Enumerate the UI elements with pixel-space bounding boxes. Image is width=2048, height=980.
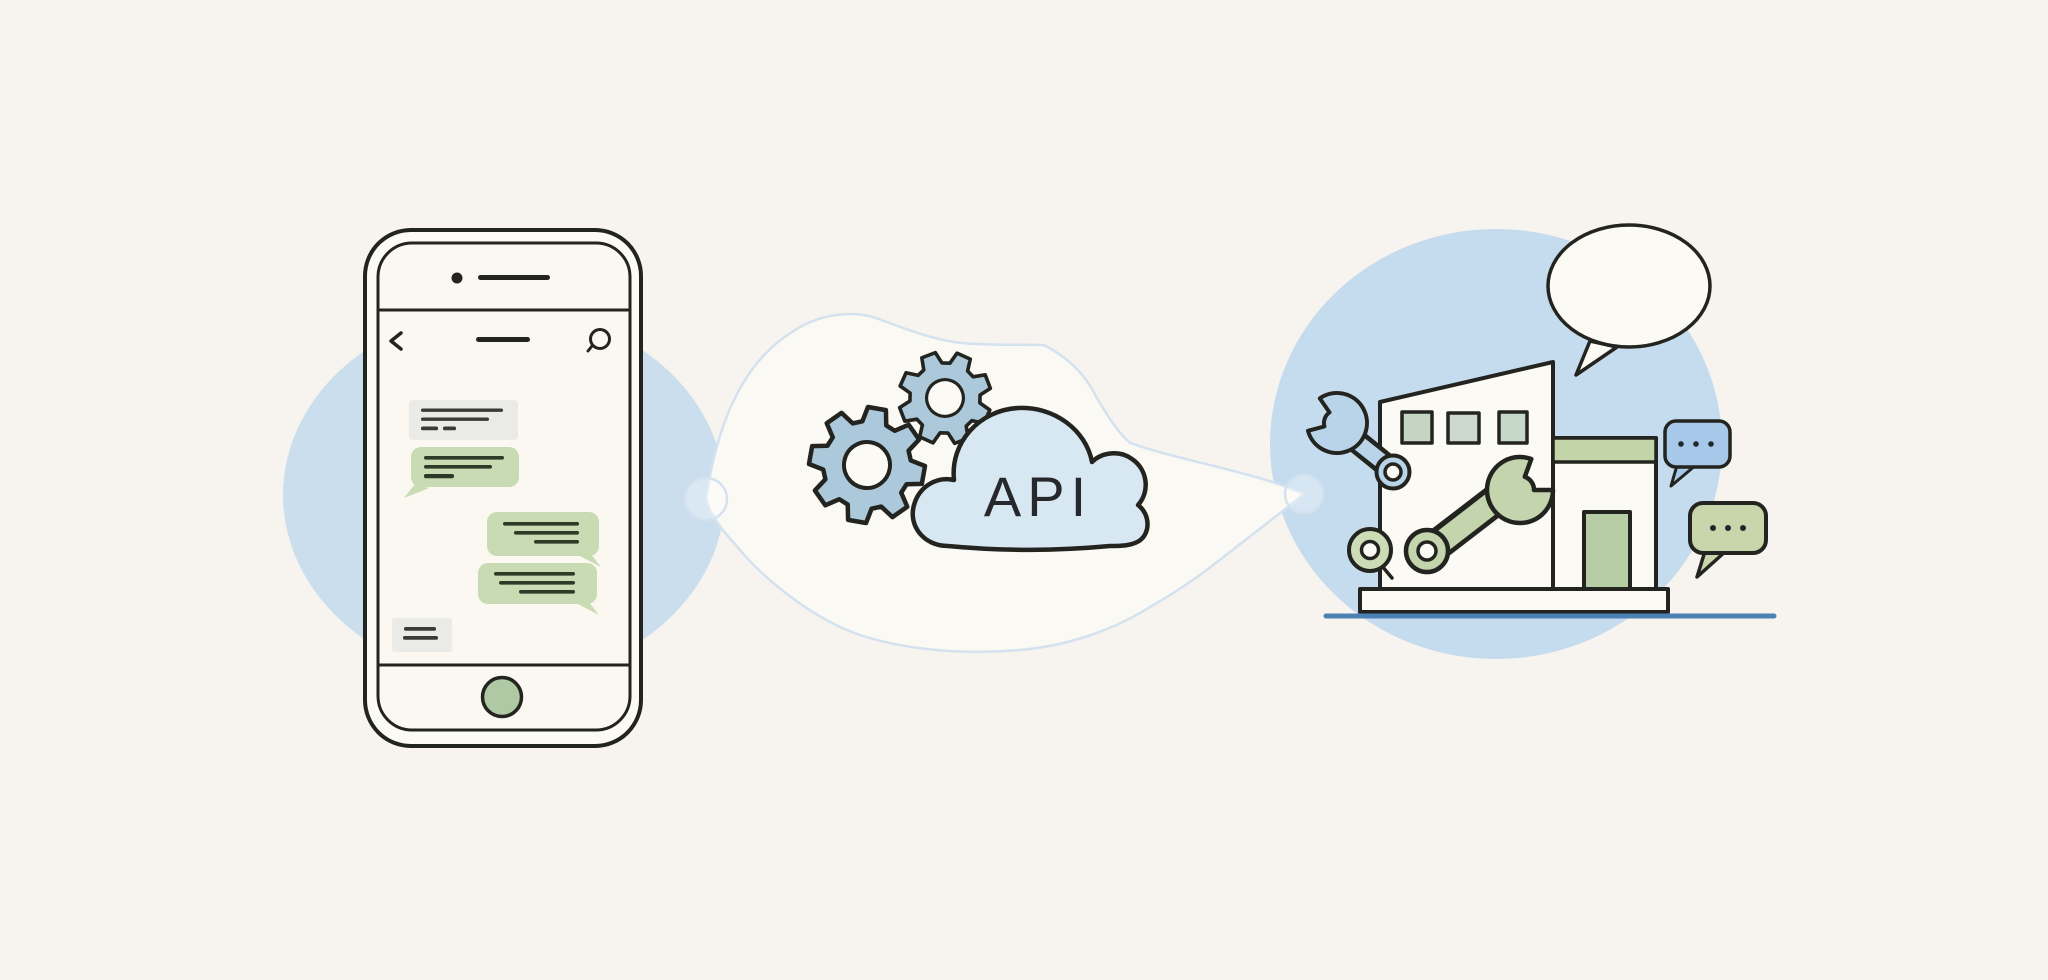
wrench-green-icon bbox=[1403, 454, 1556, 575]
chat-message-incoming-1 bbox=[409, 400, 518, 440]
wrench-blue-icon bbox=[1306, 391, 1412, 491]
chat-message-incoming-2 bbox=[404, 447, 519, 498]
typing-bubble-blue bbox=[1663, 419, 1732, 488]
tape-roll-icon bbox=[1347, 527, 1394, 580]
typing-bubble-green bbox=[1688, 501, 1768, 579]
business-scene bbox=[1306, 223, 1777, 619]
api-label: API bbox=[984, 465, 1092, 528]
awning-band bbox=[1551, 436, 1658, 464]
api-cloud-icon bbox=[910, 405, 1150, 552]
chat-message-incoming-3 bbox=[392, 618, 452, 652]
connector-node-left bbox=[683, 476, 729, 522]
building-window-2 bbox=[1446, 411, 1481, 445]
speaker-slot-icon bbox=[478, 275, 550, 280]
smartphone bbox=[363, 228, 643, 748]
door bbox=[1582, 510, 1632, 591]
base-platform bbox=[1358, 587, 1670, 614]
connector-node-right bbox=[1283, 473, 1325, 515]
chat-message-outgoing-2 bbox=[478, 563, 599, 615]
building-window-3 bbox=[1497, 410, 1529, 445]
back-icon bbox=[389, 331, 403, 351]
nav-title-dash bbox=[476, 337, 530, 342]
search-icon bbox=[586, 328, 611, 353]
camera-dot-icon bbox=[451, 272, 463, 284]
home-button bbox=[480, 675, 524, 719]
building-window-1 bbox=[1400, 410, 1434, 445]
chat-message-outgoing-1 bbox=[487, 512, 601, 567]
speech-bubble-icon bbox=[1546, 223, 1712, 377]
